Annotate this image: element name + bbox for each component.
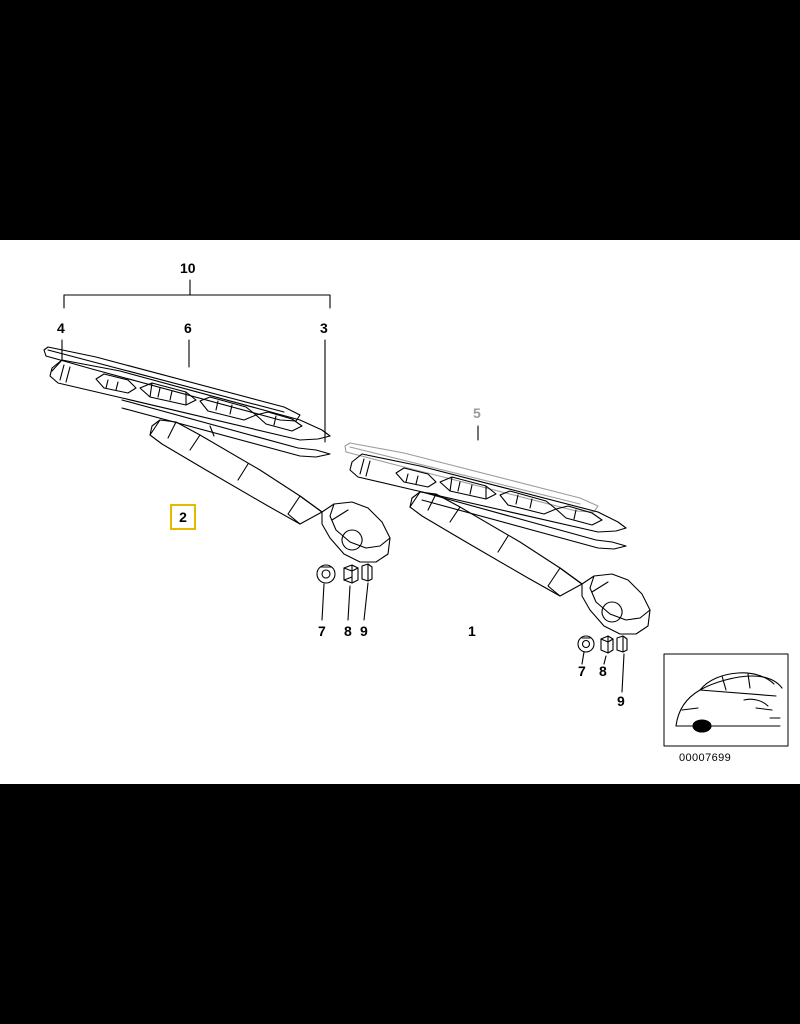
callout-3: 3 bbox=[320, 320, 328, 336]
upper-wiper-blade bbox=[43, 346, 331, 458]
passenger-wiper-arm bbox=[409, 491, 651, 635]
callout-9-left: 9 bbox=[360, 623, 368, 639]
diagram-canvas: 10 4 6 3 5 7 8 9 1 7 8 9 2 00007699 bbox=[0, 240, 800, 784]
highlighted-callout-2[interactable]: 2 bbox=[170, 504, 196, 530]
callout-5: 5 bbox=[473, 405, 481, 421]
callout-7-left: 7 bbox=[318, 623, 326, 639]
callout-bracket-10 bbox=[63, 279, 331, 309]
driver-wiper-arm bbox=[149, 419, 391, 563]
diagram-part-number: 00007699 bbox=[679, 752, 732, 764]
callout-9-right: 9 bbox=[617, 693, 625, 709]
callout-6: 6 bbox=[184, 320, 192, 336]
wiper-assembly-illustration bbox=[43, 279, 789, 747]
callout-8-right: 8 bbox=[599, 663, 607, 679]
callout-1: 1 bbox=[468, 623, 476, 639]
passenger-wiper-blade-body bbox=[349, 453, 627, 550]
passenger-wiper-blade bbox=[344, 442, 599, 513]
callout-10: 10 bbox=[180, 260, 196, 276]
callout-7-right: 7 bbox=[578, 663, 586, 679]
vehicle-inset-box bbox=[663, 653, 789, 747]
hardware-group-left bbox=[316, 563, 373, 621]
hardware-group-right bbox=[577, 635, 628, 693]
callout-8-left: 8 bbox=[344, 623, 352, 639]
callout-4: 4 bbox=[57, 320, 65, 336]
